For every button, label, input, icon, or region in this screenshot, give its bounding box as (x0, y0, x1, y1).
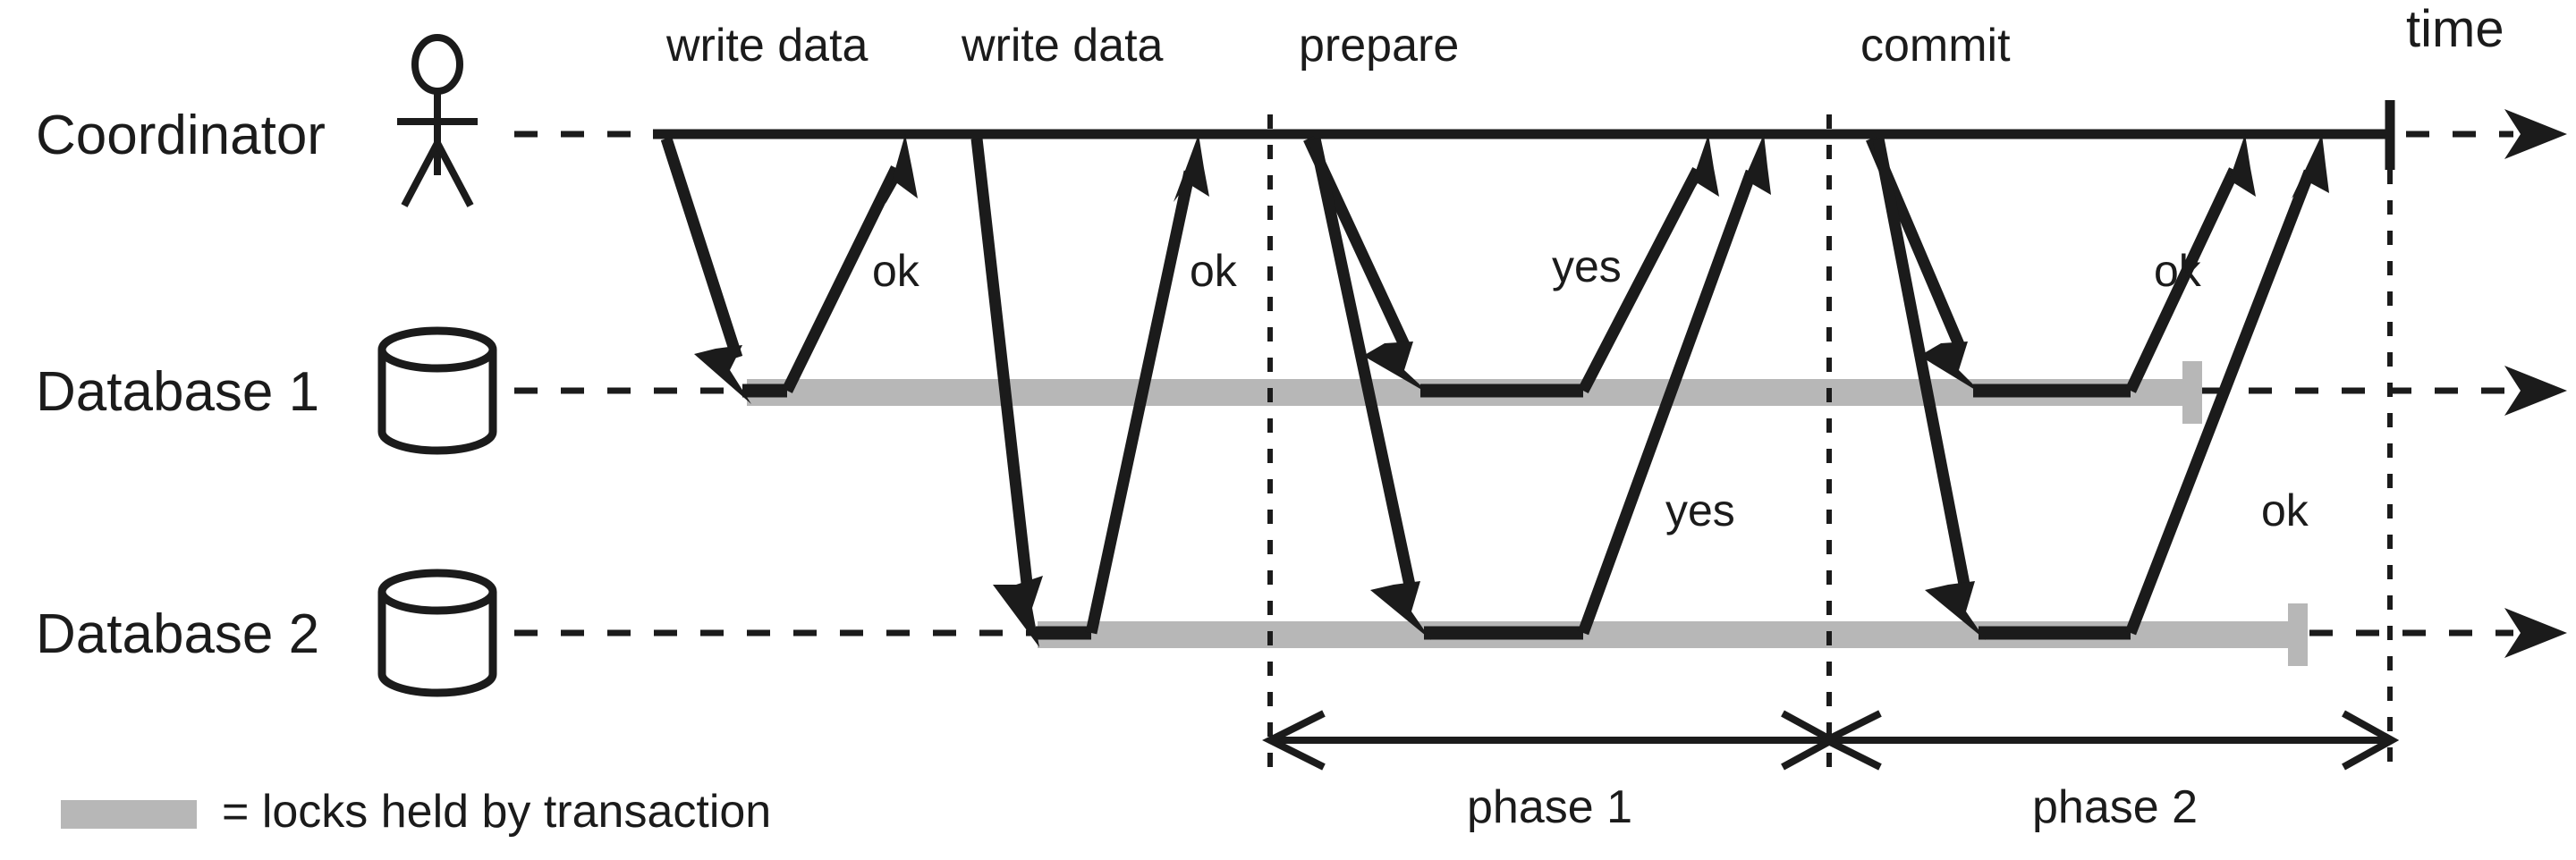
reply-label-ok-3: ok (2154, 246, 2202, 296)
message-label-prepare: prepare (1299, 20, 1459, 72)
legend-swatch (61, 800, 197, 829)
phase-1-span (1262, 710, 1840, 771)
message-label-write-data-1: write data (665, 20, 869, 72)
message-label-commit: commit (1860, 20, 2011, 72)
lifeline-database1 (514, 366, 2567, 416)
reply-label-ok-4: ok (2261, 485, 2309, 535)
reply-label-yes-1: yes (1552, 241, 1622, 291)
time-axis-label: time (2406, 0, 2504, 58)
lifeline-coordinator (514, 100, 2567, 170)
message-write-data-db2 (970, 134, 1209, 647)
database-cylinder-icon-1 (377, 326, 497, 455)
lock-bar-database1 (747, 361, 2202, 424)
lifeline-database2 (514, 608, 2567, 658)
participant-label-database2: Database 2 (36, 603, 319, 665)
phase-label-1: phase 1 (1467, 781, 1632, 833)
message-write-data-db1 (660, 134, 918, 404)
message-prepare-db1 (1303, 134, 1719, 398)
participant-label-database1: Database 1 (36, 361, 319, 423)
phase-label-2: phase 2 (2032, 781, 2198, 833)
reply-label-yes-2: yes (1665, 485, 1735, 535)
reply-label-ok-1: ok (872, 246, 920, 296)
phase-2-span (1818, 710, 2400, 771)
message-commit-db2 (1872, 134, 2329, 640)
actor-stick-figure-icon (397, 34, 478, 207)
participant-label-coordinator: Coordinator (36, 105, 326, 166)
message-prepare-db2 (1309, 134, 1771, 640)
legend-text: = locks held by transaction (222, 786, 771, 838)
message-label-write-data-2: write data (961, 20, 1164, 72)
reply-label-ok-2: ok (1190, 246, 1238, 296)
database-cylinder-icon-2 (377, 569, 497, 697)
